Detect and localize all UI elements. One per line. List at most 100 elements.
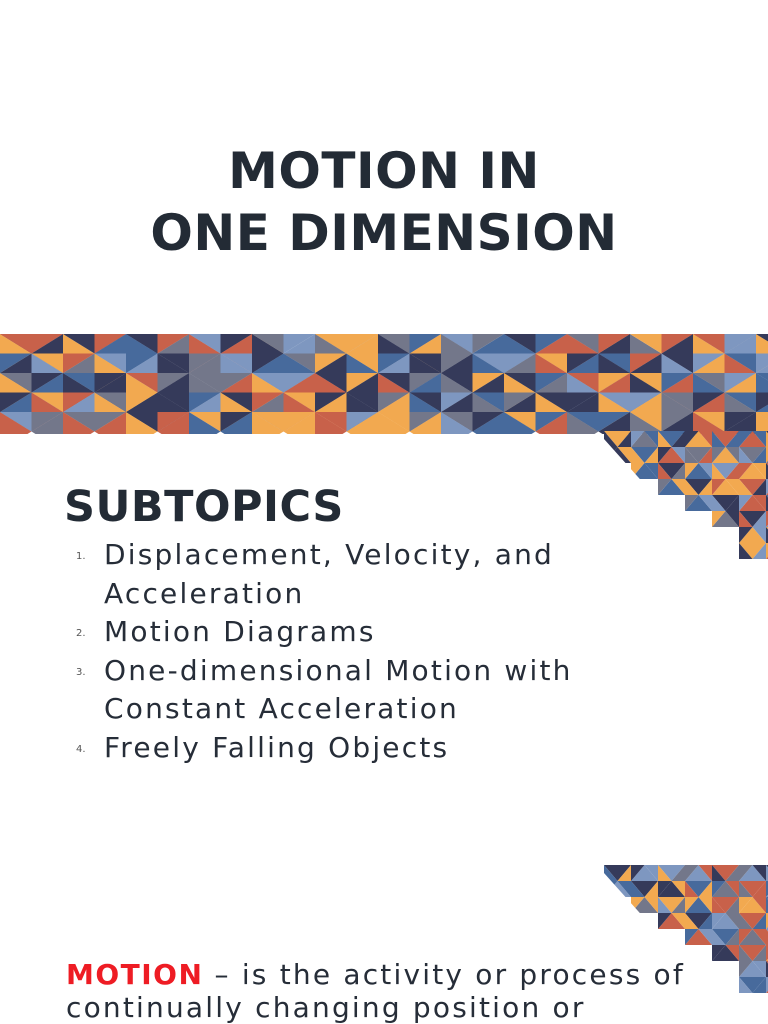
list-item: 3. One-dimensional Motion with Constant A… [66,652,704,729]
triangle-tile [739,495,753,511]
triangle-tile [94,334,126,354]
triangle-tile [685,463,699,479]
triangle-tile [346,412,378,432]
triangle-tile [712,945,726,961]
triangle-tile [739,431,753,447]
triangle-tile [725,929,739,945]
triangle-tile [671,881,685,897]
triangle-tile [739,479,766,495]
triangle-tile [752,865,766,881]
triangle-tile [315,412,347,432]
triangle-tile [441,353,473,373]
triangle-pattern-banner [0,334,768,434]
triangle-tile [31,353,63,373]
triangle-tile [712,929,739,945]
definition-separator: – [203,958,242,991]
triangle-tile [630,373,662,393]
triangle-tile [189,412,221,432]
triangle-tile [712,945,739,961]
triangle-tile [658,431,672,447]
triangle-tile [220,353,252,373]
triangle-tile [409,353,441,373]
list-item-number: 3. [76,666,86,678]
triangle-tile [283,353,315,373]
triangle-tile [739,527,753,543]
triangle-tile [315,392,347,412]
triangle-tile [725,913,739,929]
list-item-text: Motion Diagrams [104,615,376,648]
triangle-tile [283,412,315,432]
triangle-tile [252,373,284,393]
triangle-tile [693,412,725,434]
list-item: 4.Freely Falling Objects [66,729,704,768]
triangle-tile [617,881,631,897]
triangle-tile [598,392,630,412]
triangle-tile [712,463,726,479]
triangle-tile [631,447,645,463]
list-item-text: One-dimensional Motion with Constant Acc… [104,653,573,726]
triangle-tile [712,479,739,495]
triangle-tile [658,913,672,929]
list-item-number: 1. [76,551,86,562]
triangle-corner-decoration-bottom [604,865,768,1005]
triangle-tile [189,373,221,393]
triangle-tile [685,881,712,897]
triangle-tile [712,495,739,511]
triangle-tile [671,865,685,881]
triangle-tile [315,412,347,434]
list-item: 2.Motion Diagrams [66,613,704,652]
triangle-tile [63,392,95,412]
triangle-tile [658,431,685,447]
triangle-tile [0,412,32,434]
triangle-tile [739,961,766,977]
subtopics-heading: SUBTOPICS [64,482,344,532]
triangle-tile [756,392,768,412]
triangle-tile [712,897,739,913]
triangle-tile [378,353,410,373]
triangle-tile [617,865,631,881]
triangle-tile [94,412,126,432]
triangle-tile [752,479,766,495]
triangle-tile [283,334,315,354]
triangle-tile [712,881,739,897]
triangle-tile [712,479,726,495]
triangle-tile [472,412,504,432]
triangle-tile [712,495,726,511]
triangle-tile [739,543,766,559]
triangle-tile [739,527,766,543]
triangle-tile [739,977,753,993]
triangle-tile [693,392,725,412]
triangle-tile [725,447,739,463]
triangle-tile [598,353,630,373]
triangle-tile [693,373,725,393]
triangle-tile [739,929,753,945]
list-item: 1.Displacement, Velocity, and Accelerati… [66,536,704,613]
definition-text: is the activity or process of continuall… [66,958,685,1024]
triangle-tile [739,463,766,479]
triangle-tile [658,463,685,479]
triangle-tile [598,334,630,354]
triangle-tile [220,334,252,354]
triangle-tile [752,961,766,977]
triangle-tile [346,334,378,354]
triangle-tile [31,392,63,412]
triangle-tile [658,463,672,479]
triangle-tile [712,431,726,447]
triangle-tile [126,373,158,393]
triangle-tile [252,412,284,432]
triangle-tile [693,412,725,432]
triangle-tile [739,881,753,897]
triangle-tile [658,479,685,495]
triangle-tile [631,865,645,881]
triangle-tile [658,881,685,897]
triangle-tile [671,431,685,447]
triangle-tile [739,543,753,559]
triangle-tile [31,412,63,434]
triangle-tile [752,431,766,447]
triangle-tile [315,334,347,354]
triangle-tile [157,392,189,412]
triangle-tile [756,353,768,373]
triangle-tile [631,447,658,463]
triangle-tile [220,392,252,412]
triangle-tile [598,412,630,434]
